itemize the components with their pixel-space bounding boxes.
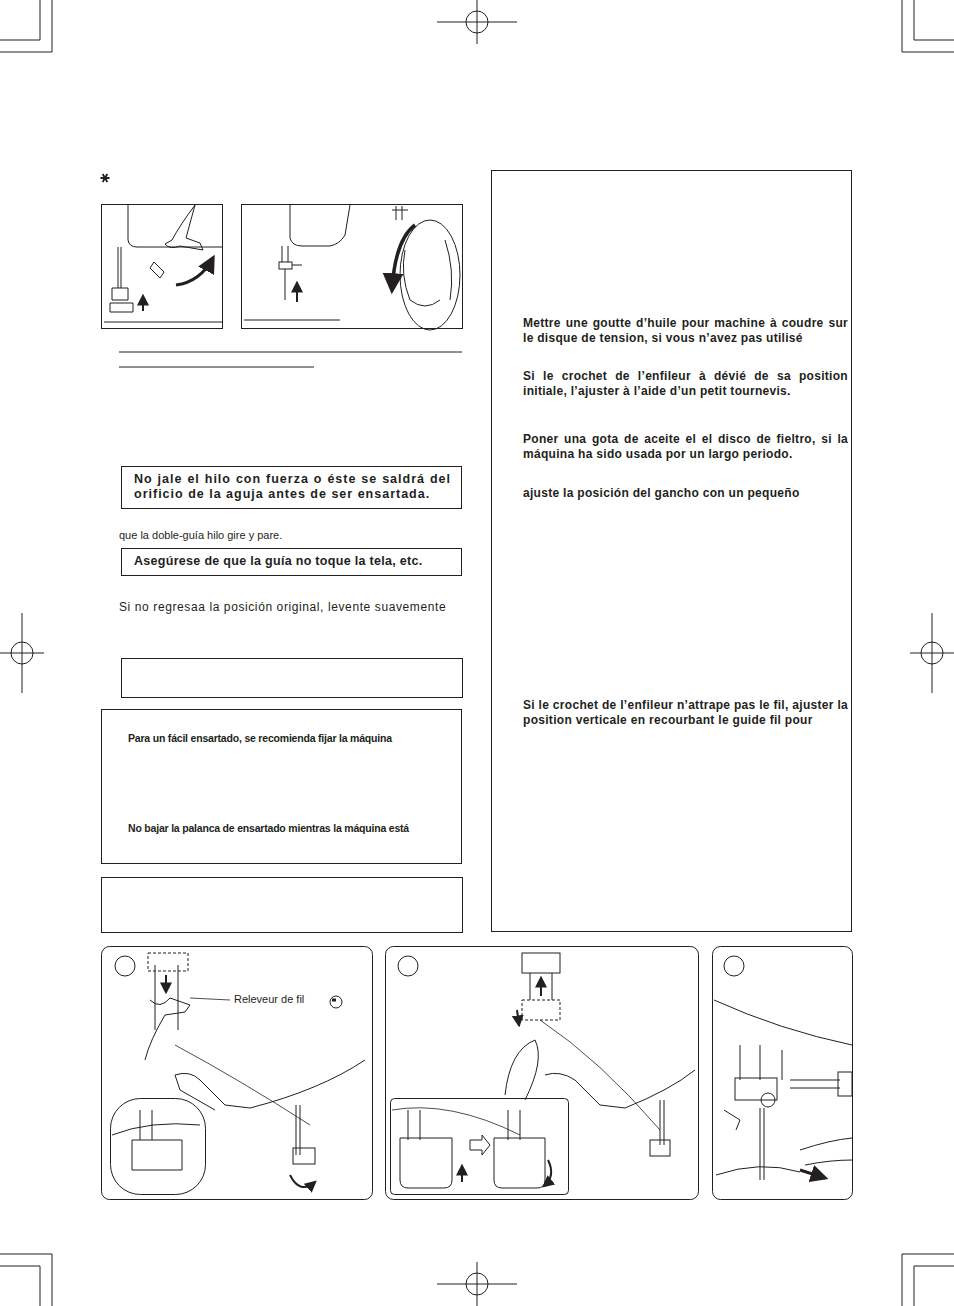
note-text: No bajar la palanca de ensartado mientra… (128, 821, 458, 836)
note-text: Si le crochet de l’enfileur n’attrape pa… (523, 698, 848, 728)
note-text: Mettre une goutte d’huile pour machine à… (523, 316, 848, 346)
note-text: Poner una gota de aceite el el disco de … (523, 432, 848, 462)
step-2-figure (386, 947, 699, 1200)
note-text: ajuste la posición del gancho con un peq… (523, 486, 848, 501)
maintenance-panel: Mettre une goutte d’huile pour machine à… (491, 170, 852, 932)
step-3-figure (713, 947, 853, 1200)
step-1-figure (102, 947, 373, 1200)
note-text: Si le crochet de l’enfileur à dévié de s… (523, 369, 848, 399)
note-text: Para un fácil ensartado, se recomienda f… (128, 731, 458, 746)
caution-box: Asegúrese de que la guía no toque la tel… (121, 548, 462, 576)
caption-text: Releveur de fil (232, 992, 306, 1007)
underline-rules (119, 352, 462, 367)
note-text: No jale el hilo con fuerza o éste se sal… (134, 472, 451, 502)
presser-lever-figure (102, 205, 223, 329)
empty-frames (102, 659, 463, 933)
warning-box: No jale el hilo con fuerza o éste se sal… (121, 466, 462, 509)
caption-text: Si no regresaa la posición original, lev… (119, 600, 462, 615)
caption-text: que la doble-guía hilo gire y pare. (119, 528, 462, 543)
notes-box: Para un fácil ensartado, se recomienda f… (101, 709, 462, 864)
note-text: Asegúrese de que la guía no toque la tel… (134, 554, 451, 569)
handwheel-figure (242, 205, 463, 331)
